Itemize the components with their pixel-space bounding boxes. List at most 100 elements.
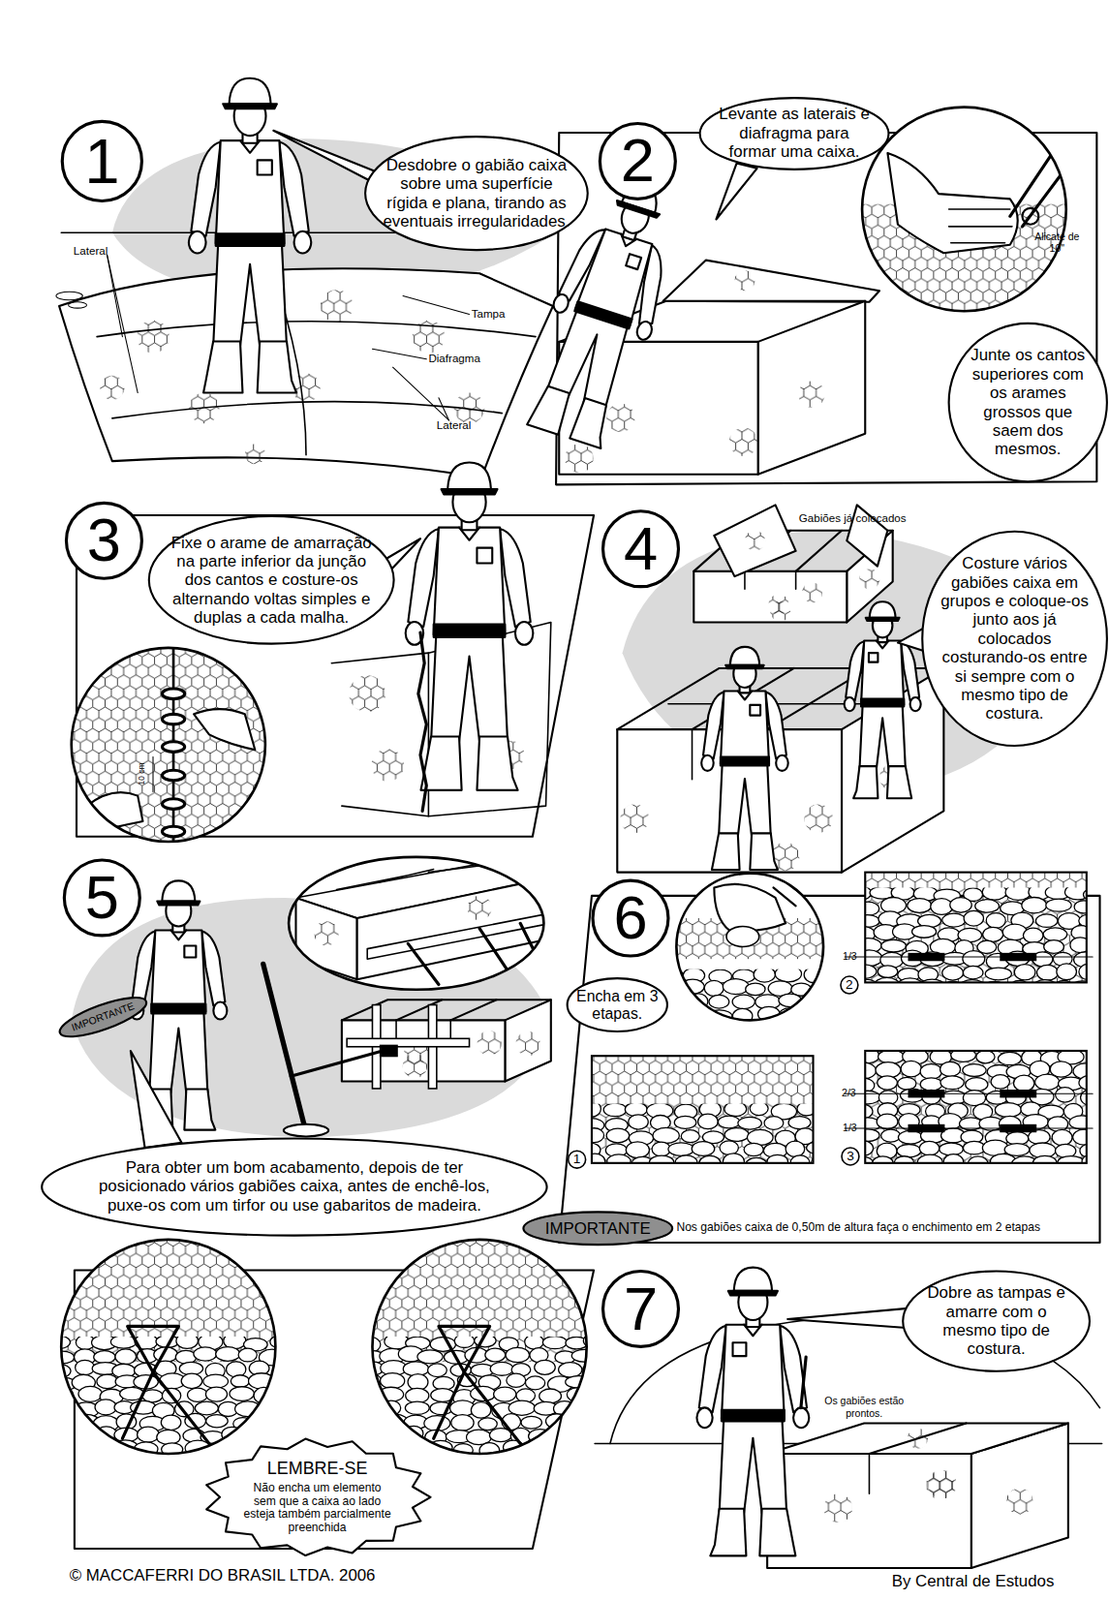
stone	[691, 1141, 715, 1157]
worker-figure	[188, 78, 311, 394]
stone	[1035, 1074, 1060, 1090]
inset-circle	[71, 647, 266, 842]
step-number: 1	[84, 129, 120, 193]
worker-shirt	[433, 527, 506, 636]
tie-bar	[907, 1124, 945, 1133]
level-line	[844, 956, 1093, 958]
stone	[965, 1078, 988, 1092]
tie-wire	[122, 1372, 154, 1439]
stone	[997, 1051, 1021, 1065]
stone	[272, 1413, 277, 1428]
speech-bubble: Junte os cantos superiores com os arames…	[948, 322, 1109, 483]
node-ellipse	[840, 976, 859, 994]
box-front	[558, 341, 758, 475]
stone	[1014, 964, 1036, 981]
stone	[1074, 900, 1087, 914]
stone	[900, 1060, 922, 1078]
stone	[1043, 927, 1067, 942]
filled-box	[864, 872, 1087, 984]
box-diaphragm	[450, 999, 496, 1020]
stone	[160, 1455, 182, 1460]
worker-belt	[151, 1004, 206, 1015]
stone	[203, 1374, 229, 1388]
worker-boot	[749, 832, 778, 870]
heading-text: LEMBRE-SE	[267, 1459, 368, 1480]
stone	[401, 1452, 429, 1459]
stone	[380, 1373, 405, 1389]
stone	[603, 1104, 627, 1117]
stone	[951, 1050, 977, 1062]
wooden-board	[346, 1038, 469, 1047]
worker-helmet-brim	[725, 665, 764, 670]
stone	[539, 1388, 562, 1404]
node-ellipse	[599, 123, 676, 199]
stone	[493, 1386, 517, 1402]
stone	[881, 939, 907, 953]
stone	[942, 913, 966, 927]
panel-remember	[46, 1239, 608, 1549]
panel-3	[71, 462, 594, 847]
part-label: Diafragma	[428, 351, 480, 365]
stone	[568, 1415, 587, 1429]
stone	[864, 1140, 873, 1156]
worker-hand	[775, 755, 789, 771]
stone	[877, 1076, 898, 1090]
stone	[823, 969, 828, 983]
stone	[864, 950, 883, 967]
worker-shirt	[721, 1324, 785, 1419]
stone-fill	[371, 1336, 586, 1459]
stone	[796, 1022, 823, 1030]
stone	[417, 1350, 443, 1364]
stone	[61, 1456, 71, 1459]
stone	[722, 1153, 744, 1164]
worker-boot	[709, 1509, 746, 1557]
worker-trousers	[213, 243, 287, 346]
node-ellipse	[922, 531, 1108, 746]
level-mark: 2/3	[841, 1087, 857, 1100]
worker-hand	[294, 231, 312, 254]
stone	[876, 1113, 898, 1129]
stage-number-circle: 3	[840, 1146, 861, 1167]
worker-trousers	[431, 634, 508, 742]
wire-turn	[161, 799, 185, 810]
stone	[732, 994, 755, 1009]
stone	[704, 980, 724, 996]
mesh-patch	[798, 380, 825, 407]
body-text: Não encha um elemento sem que a caixa ao…	[243, 1480, 393, 1536]
stone	[675, 1155, 698, 1164]
stone	[708, 994, 730, 1009]
worker-helmet-brim	[222, 103, 278, 109]
stone	[864, 1090, 881, 1105]
level-line	[844, 1127, 1093, 1129]
worker-boot	[203, 340, 243, 393]
stone	[950, 897, 973, 913]
stone	[917, 1154, 943, 1164]
stone	[821, 1020, 828, 1031]
stone	[92, 1455, 115, 1459]
worker-shirt	[215, 140, 285, 244]
stone	[238, 1348, 257, 1362]
worker-boot	[853, 766, 878, 799]
stone	[571, 1441, 587, 1454]
stone	[724, 1128, 749, 1142]
stone	[591, 1104, 601, 1117]
part-label: Lateral	[436, 419, 471, 432]
node-ellipse	[568, 1150, 586, 1169]
stone	[230, 1375, 249, 1388]
stone	[229, 1386, 254, 1402]
mesh-patch	[564, 444, 593, 473]
worker-boot	[476, 737, 518, 791]
worker-hand	[696, 1407, 712, 1428]
stone	[371, 1400, 385, 1415]
stone	[1055, 1087, 1076, 1103]
stone	[1035, 914, 1058, 927]
mesh-patch	[859, 568, 880, 589]
stone	[519, 1453, 544, 1459]
worker-helmet-brim	[865, 617, 900, 621]
leader-line	[402, 295, 469, 314]
box-front	[295, 897, 357, 980]
step-number: 1	[573, 1151, 582, 1168]
step-number: 3	[87, 510, 122, 572]
